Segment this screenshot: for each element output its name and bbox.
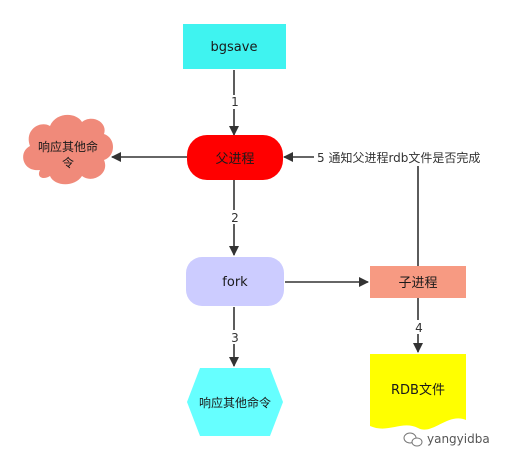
node-fork-label: fork xyxy=(222,275,248,290)
node-child-process: 子进程 xyxy=(370,266,466,298)
node-rdb-label: RDB文件 xyxy=(391,383,445,398)
edge-child-to-parent xyxy=(283,152,419,266)
watermark: yangyidba xyxy=(403,432,490,447)
edge-label-2: 2 xyxy=(231,211,239,225)
node-child-label: 子进程 xyxy=(398,276,437,291)
node-fork: fork xyxy=(186,257,284,306)
edge-label-3: 3 xyxy=(231,331,239,345)
node-parent-label: 父进程 xyxy=(215,152,254,167)
edge-label-4: 4 xyxy=(415,321,423,335)
node-cloud-label-line2: 令 xyxy=(62,155,74,170)
edge-label-1: 1 xyxy=(231,95,239,109)
node-hexagon-label: 响应其他命令 xyxy=(199,395,271,410)
node-bgsave: bgsave xyxy=(183,24,286,69)
wechat-icon xyxy=(403,432,423,447)
node-rdb-file: RDB文件 xyxy=(370,354,466,430)
node-cloud-respond: 响应其他命 令 xyxy=(23,114,113,185)
watermark-text: yangyidba xyxy=(427,432,490,446)
node-parent-process: 父进程 xyxy=(187,135,283,180)
node-cloud-label-line1: 响应其他命 xyxy=(38,139,98,154)
node-bgsave-label: bgsave xyxy=(211,40,258,55)
node-hexagon-respond: 响应其他命令 xyxy=(187,368,283,436)
edge-label-5: 5 通知父进程rdb文件是否完成 xyxy=(317,150,480,165)
